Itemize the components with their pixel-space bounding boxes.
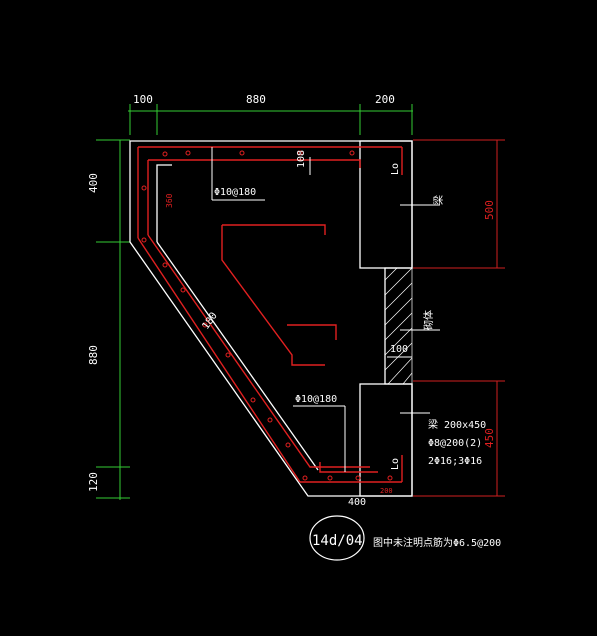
left-dimension-chain bbox=[96, 139, 130, 500]
left-dim-120: 120 bbox=[87, 472, 100, 492]
dim-360: 360 bbox=[165, 193, 174, 208]
beam-spec: 梁 200x450 bbox=[428, 418, 486, 431]
dim-100-mid: 100 bbox=[390, 344, 408, 355]
detail-id: 14d/04 bbox=[312, 533, 363, 549]
lo-label-top: Lo bbox=[390, 163, 401, 175]
masonry-hatch bbox=[384, 267, 413, 385]
right-dimension-chain bbox=[413, 139, 505, 497]
stirrup-spec: Φ8@200(2) bbox=[428, 438, 482, 449]
left-dim-400: 400 bbox=[87, 173, 100, 193]
brick-label: 砌体 bbox=[423, 310, 435, 330]
lo-label-bottom: Lo bbox=[390, 458, 401, 470]
left-dim-880: 880 bbox=[87, 345, 100, 365]
right-dim-500: 500 bbox=[483, 200, 496, 220]
leader-lines bbox=[211, 147, 440, 472]
top-dim-100: 100 bbox=[133, 93, 153, 106]
long-bars-spec: 2Φ16;3Φ16 bbox=[428, 456, 482, 467]
bottom-note: 图中未注明点筋为Φ6.5@200 bbox=[373, 536, 501, 549]
beam-note-top: 梁 bbox=[432, 195, 445, 205]
rebar-label-top: Φ10@180 bbox=[214, 187, 256, 198]
rebar-dots bbox=[141, 150, 393, 481]
top-dim-880: 880 bbox=[246, 93, 266, 106]
top-dimension-chain bbox=[128, 104, 413, 135]
top-dim-200: 200 bbox=[375, 93, 395, 106]
detail-marker: 14d/04 bbox=[309, 515, 365, 561]
dim-108: 108 bbox=[296, 150, 307, 168]
bottom-dim-400: 400 bbox=[348, 497, 366, 508]
bottom-small-dim: 200 bbox=[380, 487, 393, 495]
rebar-label-bottom: Φ10@180 bbox=[295, 394, 337, 405]
right-dim-450: 450 bbox=[483, 428, 496, 448]
rebar-lines bbox=[137, 146, 403, 483]
